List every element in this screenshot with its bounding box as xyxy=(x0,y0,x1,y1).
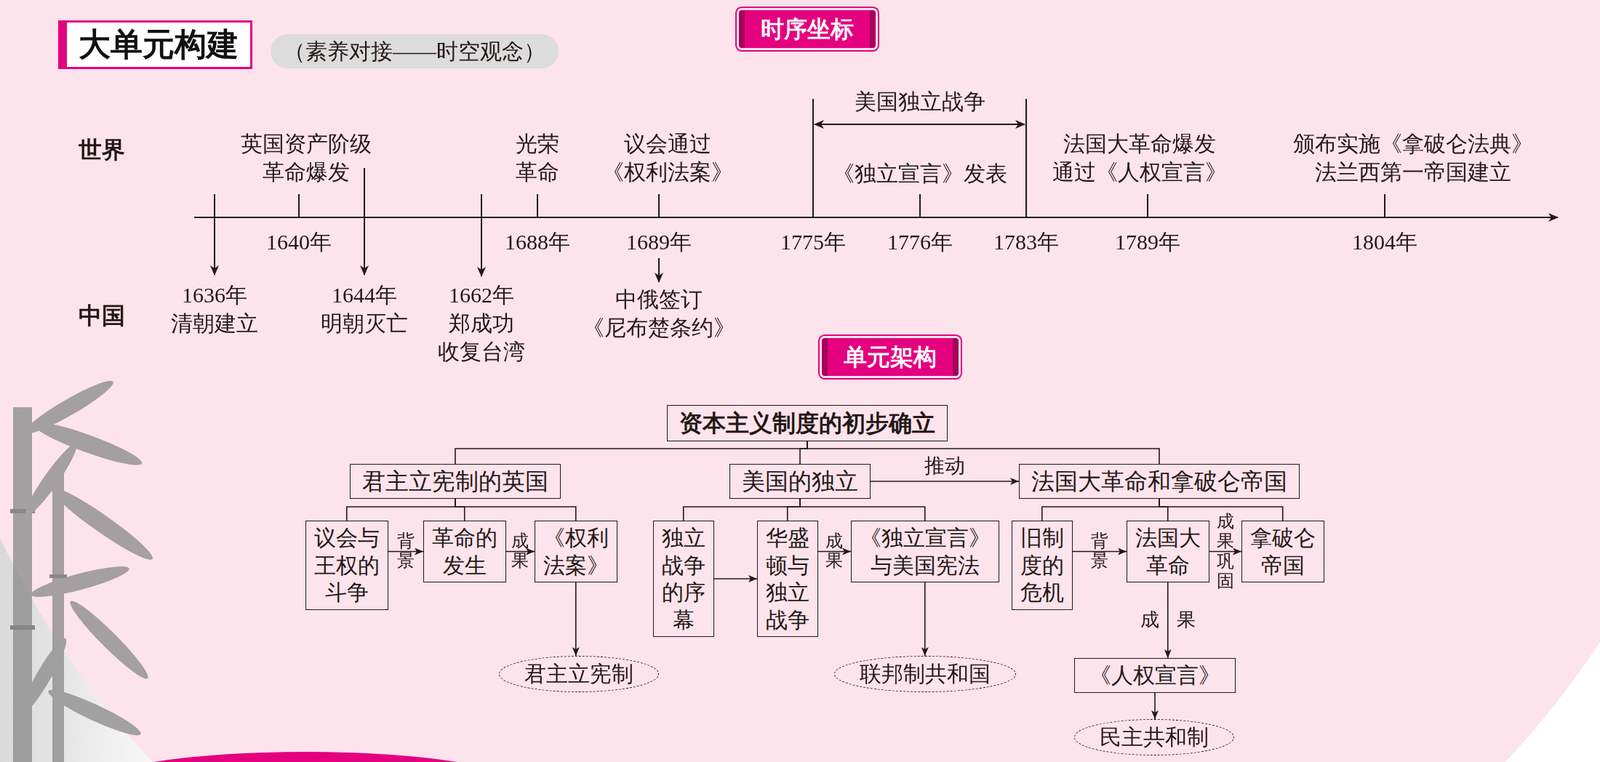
node-text: 旧制度的危机 xyxy=(1019,524,1065,607)
content-box: 拿破仑帝国 xyxy=(1241,520,1325,583)
china-arrow xyxy=(213,194,216,275)
content-box: 法国大革命 xyxy=(1126,520,1210,583)
root-box: 资本主义制度的初步确立 xyxy=(666,405,948,442)
node-text: 君主立宪制的英国 xyxy=(362,466,549,496)
world-event: 光荣 革命 xyxy=(514,129,560,187)
edge-label: 成果 xyxy=(1140,608,1214,632)
tree-line xyxy=(346,498,456,521)
war-span-arrow xyxy=(814,123,1025,126)
world-event: 英国资产阶级 革命爆发 xyxy=(240,129,373,187)
year-label: 1783年 xyxy=(993,227,1059,256)
edge-label: 背景 xyxy=(397,531,415,572)
content-box: 革命的发生 xyxy=(423,520,507,583)
tree-line xyxy=(800,498,926,521)
tree-line xyxy=(455,441,808,464)
content-box: 议会与王权的斗争 xyxy=(305,520,389,611)
node-text: 独立战争的序幕 xyxy=(661,524,707,634)
node-text: 《人权宣言》 xyxy=(1089,661,1221,690)
page-title: 大单元构建 xyxy=(58,20,253,70)
world-event: 颁布实施《拿破仑法典》 法兰西第一帝国建立 xyxy=(1292,129,1534,187)
year-label: 1775年 xyxy=(780,227,846,256)
node-text: 民主共和制 xyxy=(1099,723,1209,752)
china-arrow xyxy=(658,258,660,283)
node-text: 法国大革命和拿破仑帝国 xyxy=(1031,466,1288,496)
node-text: 华盛顿与独立战争 xyxy=(765,524,811,634)
content-box: 《独立宣言》与美国宪法 xyxy=(850,520,1000,583)
edge-label: 推动 xyxy=(924,453,966,479)
china-arrow xyxy=(480,194,483,277)
year-label: 1689年 xyxy=(626,227,692,256)
content-box: 旧制度的危机 xyxy=(1011,520,1073,611)
section-banner: 单元架构 xyxy=(821,338,959,376)
result-oval: 君主立宪制 xyxy=(498,656,659,693)
tree-line xyxy=(800,441,808,464)
china-event: 1636年 清朝建立 xyxy=(170,280,259,338)
row-heading: 世界 xyxy=(78,135,126,166)
year-ticks xyxy=(298,194,1385,218)
tree-line xyxy=(787,498,800,521)
node-text: 拿破仑帝国 xyxy=(1249,524,1317,579)
world-event: 议会通过 《权利法案》 xyxy=(601,129,734,187)
corner-arc xyxy=(94,752,517,762)
content-box: 《权利法案》 xyxy=(534,520,618,583)
node-text: 资本主义制度的初步确立 xyxy=(679,408,936,438)
result-oval: 民主共和制 xyxy=(1074,719,1235,756)
year-label: 1640年 xyxy=(266,227,332,256)
node-text: 《独立宣言》与美国宪法 xyxy=(858,524,992,579)
arrow-connector xyxy=(714,578,758,580)
china-event: 1644年 明朝灭亡 xyxy=(320,280,409,338)
war-span-ticks xyxy=(813,98,1027,218)
time-axis xyxy=(194,216,1558,219)
node-text: 革命的发生 xyxy=(431,524,499,579)
arrow-connector xyxy=(924,582,926,656)
row-heading: 中国 xyxy=(78,301,126,332)
node-text: 议会与王权的斗争 xyxy=(313,524,381,607)
china-event: 1662年 郑成功 收复台湾 xyxy=(437,280,526,366)
content-box: 《人权宣言》 xyxy=(1074,658,1236,694)
edge-label: 成果 xyxy=(511,531,529,572)
topic-box: 美国的独立 xyxy=(729,464,871,499)
topic-box: 君主立宪制的英国 xyxy=(349,464,561,499)
timeline xyxy=(194,98,1558,283)
result-oval: 联邦制共和国 xyxy=(834,656,1016,693)
content-box: 华盛顿与独立战争 xyxy=(757,520,819,638)
tree-line xyxy=(455,498,576,521)
bamboo-illustration xyxy=(10,374,158,762)
year-label: 1688年 xyxy=(504,227,571,256)
node-text: 君主立宪制 xyxy=(524,660,634,688)
tree-line xyxy=(807,441,1160,464)
year-label: 1789年 xyxy=(1114,227,1181,256)
china-arrow xyxy=(363,168,366,275)
world-event: 美国独立战争 xyxy=(854,87,986,116)
content-box: 独立战争的序幕 xyxy=(653,520,715,638)
world-event: 《独立宣言》发表 xyxy=(832,159,1008,188)
subtitle-pill: （素养对接——时空观念） xyxy=(270,34,559,69)
tree-line xyxy=(683,498,800,521)
edge-label: 背景 xyxy=(1090,531,1109,572)
world-event: 法国大革命爆发 通过《人权宣言》 xyxy=(1051,129,1228,187)
tree-line xyxy=(455,498,465,521)
node-text: 联邦制共和国 xyxy=(859,660,991,688)
year-label: 1776年 xyxy=(887,227,953,256)
node-text: 《权利法案》 xyxy=(542,524,610,579)
china-event: 中俄签订 《尼布楚条约》 xyxy=(581,285,736,342)
arrow-connector xyxy=(575,582,577,656)
tree-line xyxy=(1159,498,1168,521)
tree-line xyxy=(1042,498,1160,521)
topic-box: 法国大革命和拿破仑帝国 xyxy=(1018,464,1300,499)
node-text: 法国大革命 xyxy=(1134,524,1202,579)
edge-label: 成果巩固 xyxy=(1216,511,1235,592)
arrow-connector xyxy=(870,480,1019,483)
node-text: 美国的独立 xyxy=(741,466,859,496)
node-text: 时序坐标 xyxy=(760,14,854,44)
node-text: 单元架构 xyxy=(843,342,937,372)
arrow-connector xyxy=(1154,693,1156,720)
section-banner: 时序坐标 xyxy=(738,10,876,48)
edge-label: 成果 xyxy=(825,531,843,572)
year-label: 1804年 xyxy=(1352,227,1418,256)
